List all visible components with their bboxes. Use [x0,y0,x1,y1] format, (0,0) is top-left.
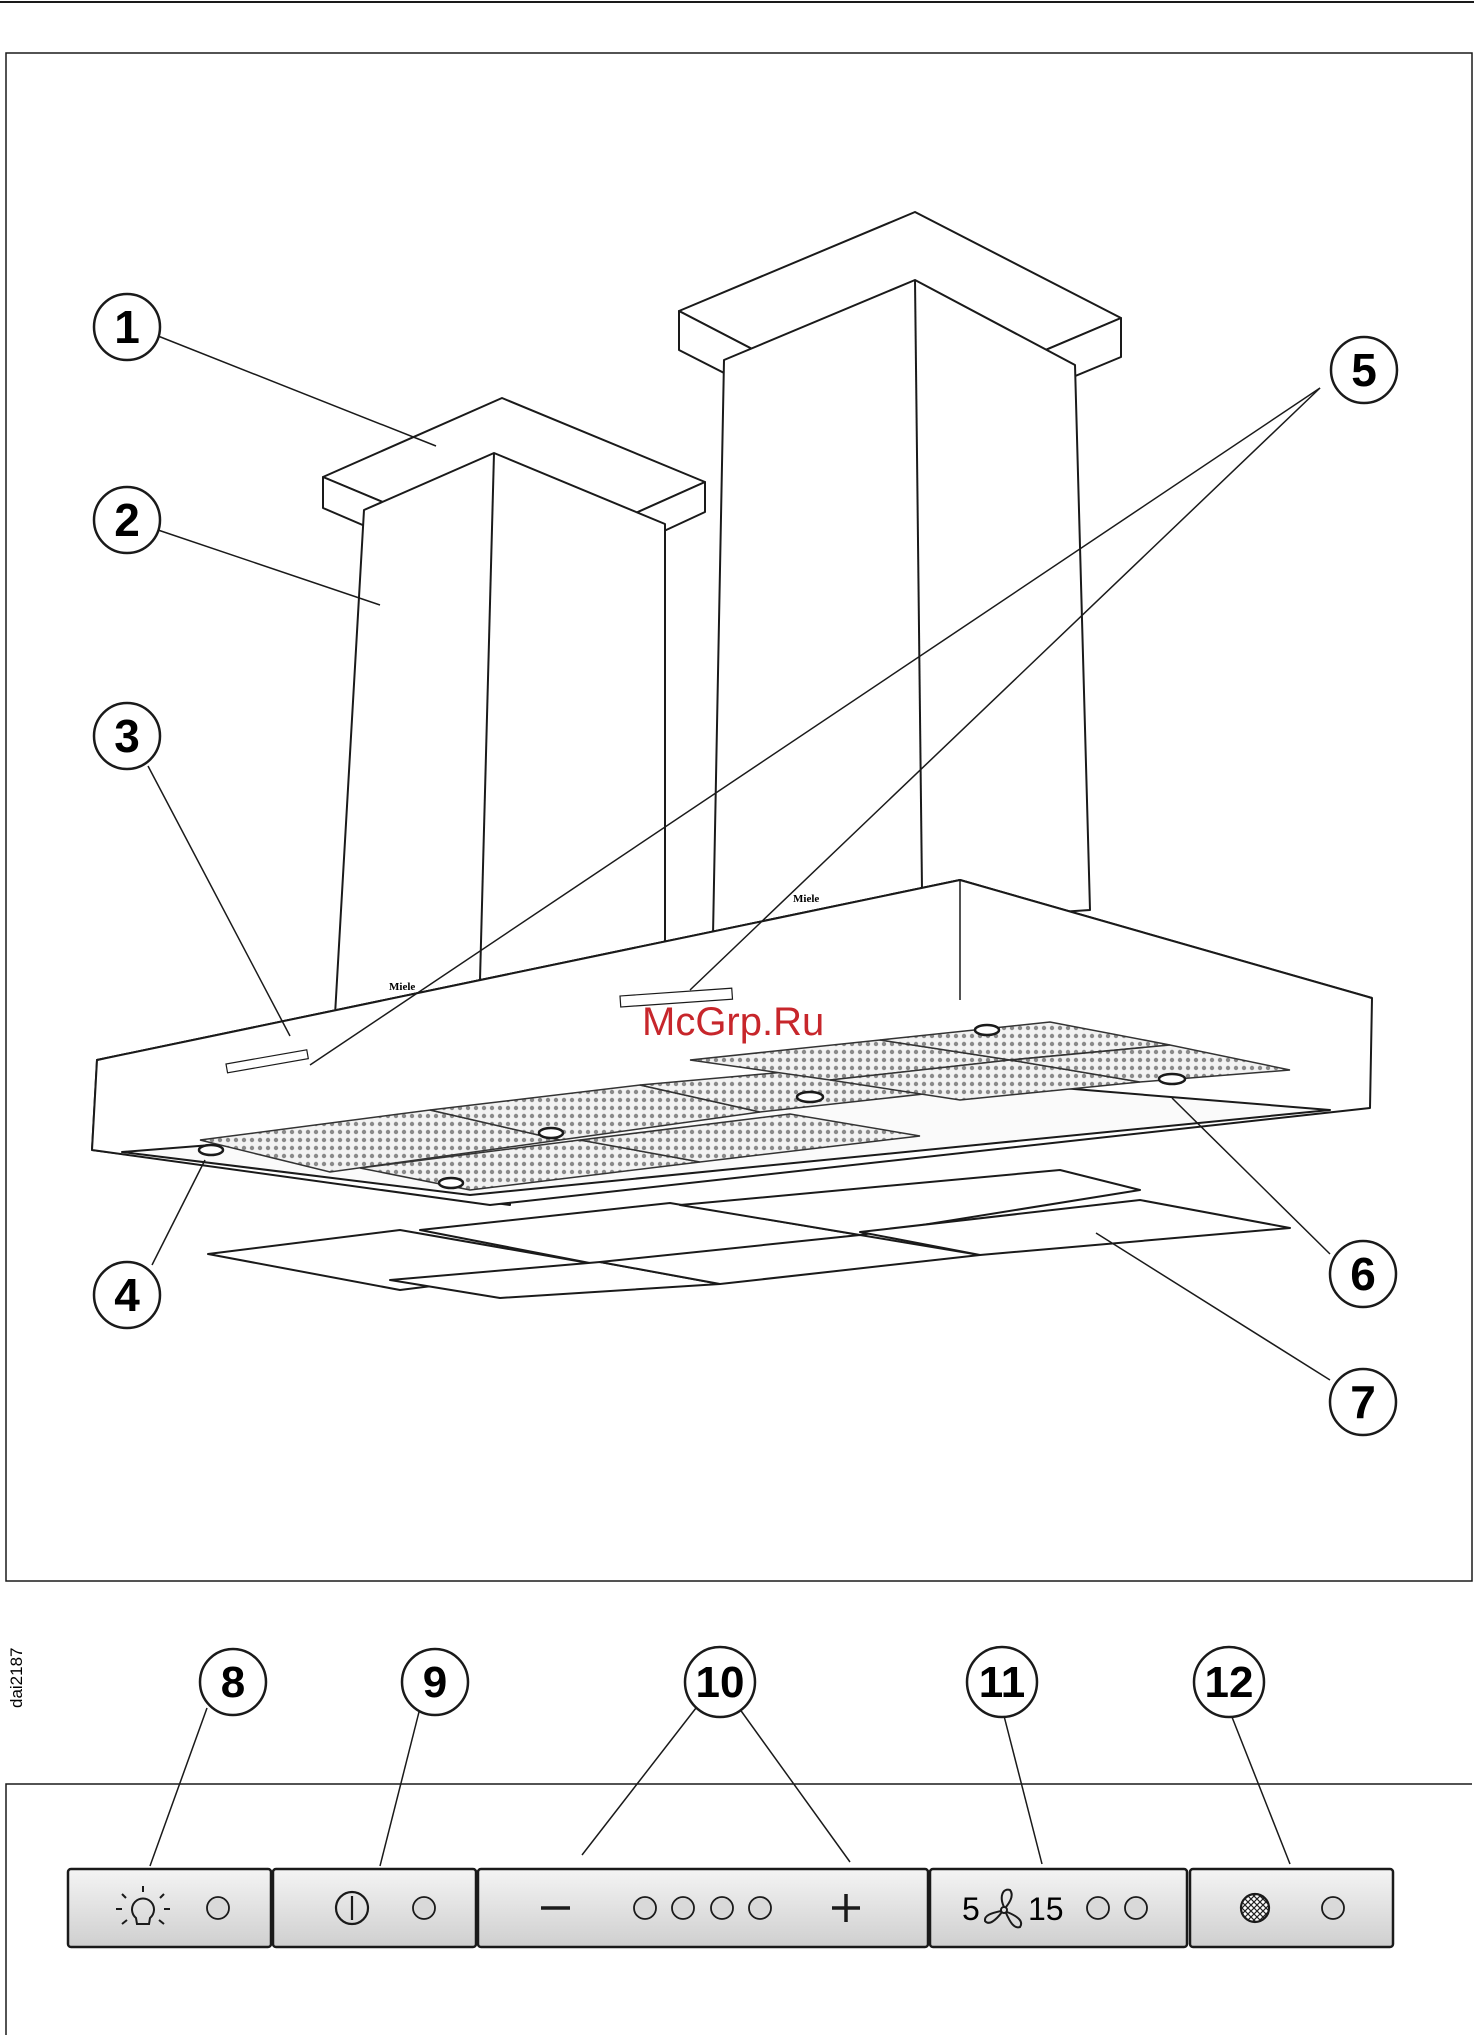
callout-10: 10 [685,1647,755,1717]
callout-12: 12 [1194,1647,1264,1717]
callout-8: 8 [200,1649,266,1715]
filter-button[interactable] [1190,1869,1393,1947]
svg-text:8: 8 [221,1658,245,1707]
callout-1: 1 [94,294,160,360]
document-code: dai2187 [7,1647,26,1708]
callout-5: 5 [1331,337,1397,403]
callout-3: 3 [94,703,160,769]
brand-mark-left: Miele [389,981,415,993]
svg-text:1: 1 [114,301,140,353]
callout-7: 7 [1330,1369,1396,1435]
speed-indicator-1 [634,1897,656,1919]
svg-text:5: 5 [1351,344,1377,396]
svg-text:3: 3 [114,710,140,762]
svg-text:10: 10 [696,1658,745,1707]
leader-lines-panel [150,1708,1290,1866]
fan-timer-button[interactable]: 5 15 [930,1869,1187,1947]
callout-11: 11 [967,1647,1037,1717]
light-button[interactable] [68,1869,271,1947]
callout-4: 4 [94,1262,160,1328]
speed-indicator-2 [672,1897,694,1919]
plus-button[interactable] [810,1880,880,1936]
svg-text:7: 7 [1350,1376,1376,1428]
callout-6: 6 [1330,1241,1396,1307]
power-indicator [413,1897,435,1919]
speed-indicator-4 [749,1897,771,1919]
timer-right-value: 15 [1028,1891,1064,1927]
svg-text:4: 4 [114,1269,140,1321]
svg-text:9: 9 [423,1658,447,1707]
svg-text:12: 12 [1205,1658,1254,1707]
timer-left-value: 5 [962,1891,980,1927]
minus-button[interactable] [520,1880,590,1936]
left-chimney [323,398,705,1015]
power-button[interactable] [273,1869,476,1947]
svg-text:2: 2 [114,494,140,546]
fan-speed-control [478,1869,928,1947]
callout-2: 2 [94,487,160,553]
watermark: McGrp.Ru [642,1000,824,1044]
timer-indicator-2 [1125,1897,1147,1919]
filter-icon [1241,1894,1269,1922]
svg-text:11: 11 [979,1658,1026,1707]
brand-mark-right: Miele [793,893,819,905]
speed-indicator-3 [711,1897,733,1919]
filter-indicator [1322,1897,1344,1919]
svg-text:6: 6 [1350,1248,1376,1300]
callout-9: 9 [402,1649,468,1715]
timer-indicator-1 [1087,1897,1109,1919]
right-chimney [679,212,1121,935]
light-indicator [207,1897,229,1919]
